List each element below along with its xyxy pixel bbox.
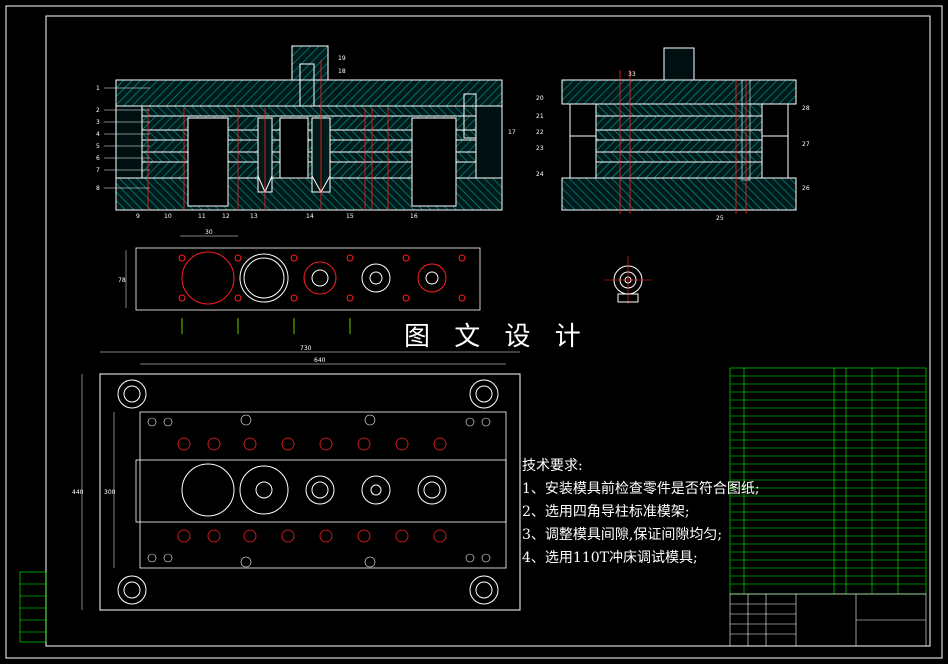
front-section-view (104, 45, 503, 211)
tech-requirement-item: 3、调整模具间隙,保证间隙均匀; (522, 527, 723, 543)
svg-text:10: 10 (164, 213, 172, 220)
svg-text:18: 18 (338, 68, 346, 75)
inner-height-dim: 300 (104, 489, 116, 496)
svg-text:2: 2 (96, 107, 100, 114)
watermark-text: 图 文 设 计 (404, 322, 589, 352)
svg-text:4: 4 (96, 131, 100, 138)
svg-text:33: 33 (628, 71, 636, 78)
svg-text:15: 15 (346, 213, 354, 220)
svg-text:24: 24 (536, 171, 544, 178)
title-block (729, 593, 927, 647)
svg-text:1: 1 (96, 85, 100, 92)
tech-requirement-item: 2、选用四角导柱标准模架; (522, 504, 690, 520)
svg-text:14: 14 (306, 213, 314, 220)
svg-text:21: 21 (536, 113, 544, 120)
side-section-view (561, 47, 797, 214)
svg-text:27: 27 (802, 141, 810, 148)
strip-width-dim: 78 (118, 277, 126, 284)
side-callouts: 20 21 22 23 24 33 28 27 26 25 (536, 71, 810, 222)
tech-requirements-title: 技术要求: (522, 458, 583, 474)
technical-requirements: 技术要求: 1、安装模具前检查零件是否符合图纸; 2、选用四角导柱标准模架; 3… (522, 455, 760, 570)
front-callouts: 1 2 3 4 5 6 7 8 9 10 11 12 13 14 15 16 1… (96, 55, 516, 220)
svg-text:9: 9 (136, 213, 140, 220)
svg-text:25: 25 (716, 215, 724, 222)
svg-text:19: 19 (338, 55, 346, 62)
svg-text:22: 22 (536, 129, 544, 136)
svg-text:6: 6 (96, 155, 100, 162)
svg-text:5: 5 (96, 143, 100, 150)
outer-border (5, 5, 943, 659)
svg-text:8: 8 (96, 185, 100, 192)
overall-width-dim: 730 (300, 345, 312, 352)
svg-text:23: 23 (536, 145, 544, 152)
tech-requirement-item: 4、选用110T冲床调试模具; (522, 550, 698, 566)
inner-border (45, 15, 931, 647)
svg-text:12: 12 (222, 213, 230, 220)
svg-text:17: 17 (508, 129, 516, 136)
svg-text:20: 20 (536, 95, 544, 102)
svg-text:13: 13 (250, 213, 258, 220)
strip-layout (125, 235, 481, 334)
svg-text:16: 16 (410, 213, 418, 220)
plan-view (81, 351, 521, 611)
tech-requirement-item: 1、安装模具前检查零件是否符合图纸; (522, 481, 760, 497)
svg-text:28: 28 (802, 105, 810, 112)
svg-text:3: 3 (96, 119, 100, 126)
svg-text:7: 7 (96, 167, 100, 174)
svg-text:26: 26 (802, 185, 810, 192)
inner-width-dim: 640 (314, 357, 326, 364)
part-detail-view (604, 256, 652, 304)
parts-list-table (729, 367, 927, 595)
overall-height-dim: 440 (72, 489, 84, 496)
strip-pitch-dim: 30 (205, 229, 213, 236)
svg-text:11: 11 (198, 213, 206, 220)
revision-block (19, 571, 47, 643)
